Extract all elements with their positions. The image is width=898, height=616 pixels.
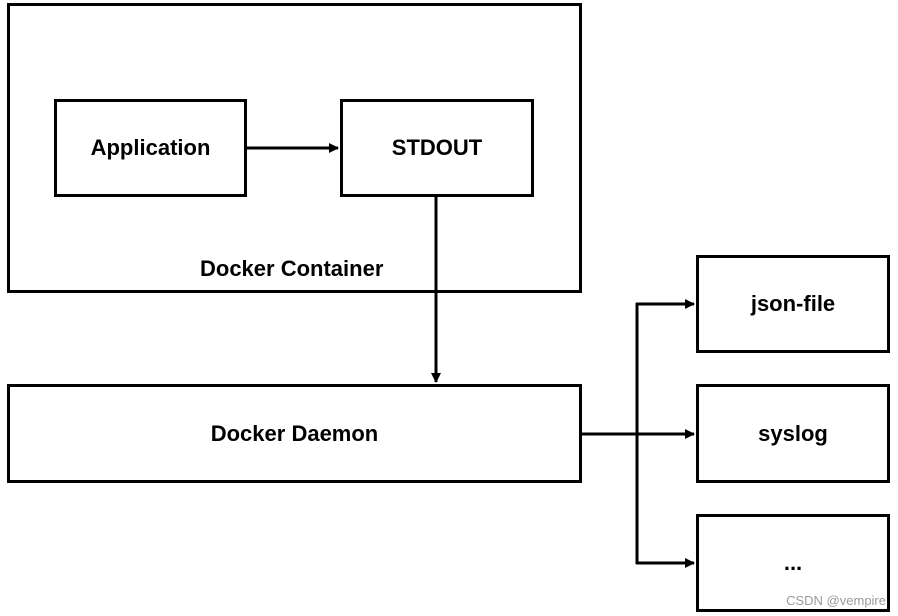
stdout-node: STDOUT	[340, 99, 534, 197]
docker-container-label-text: Docker Container	[200, 256, 384, 281]
application-label: Application	[90, 135, 211, 160]
docker-daemon-node: Docker Daemon	[7, 384, 582, 483]
syslog-node: syslog	[696, 384, 890, 483]
application-node: Application	[54, 99, 247, 197]
more-drivers-label: ...	[783, 550, 803, 575]
stdout-label: STDOUT	[391, 135, 483, 160]
syslog-label: syslog	[758, 420, 828, 446]
docker-container-label: Docker Container	[200, 256, 383, 282]
watermark: CSDN @vempire	[786, 593, 886, 608]
json-file-node: json-file	[696, 255, 890, 353]
docker-daemon-label: Docker Daemon	[210, 420, 379, 446]
more-drivers-node: ...	[696, 514, 890, 612]
json-file-label: json-file	[750, 291, 836, 316]
